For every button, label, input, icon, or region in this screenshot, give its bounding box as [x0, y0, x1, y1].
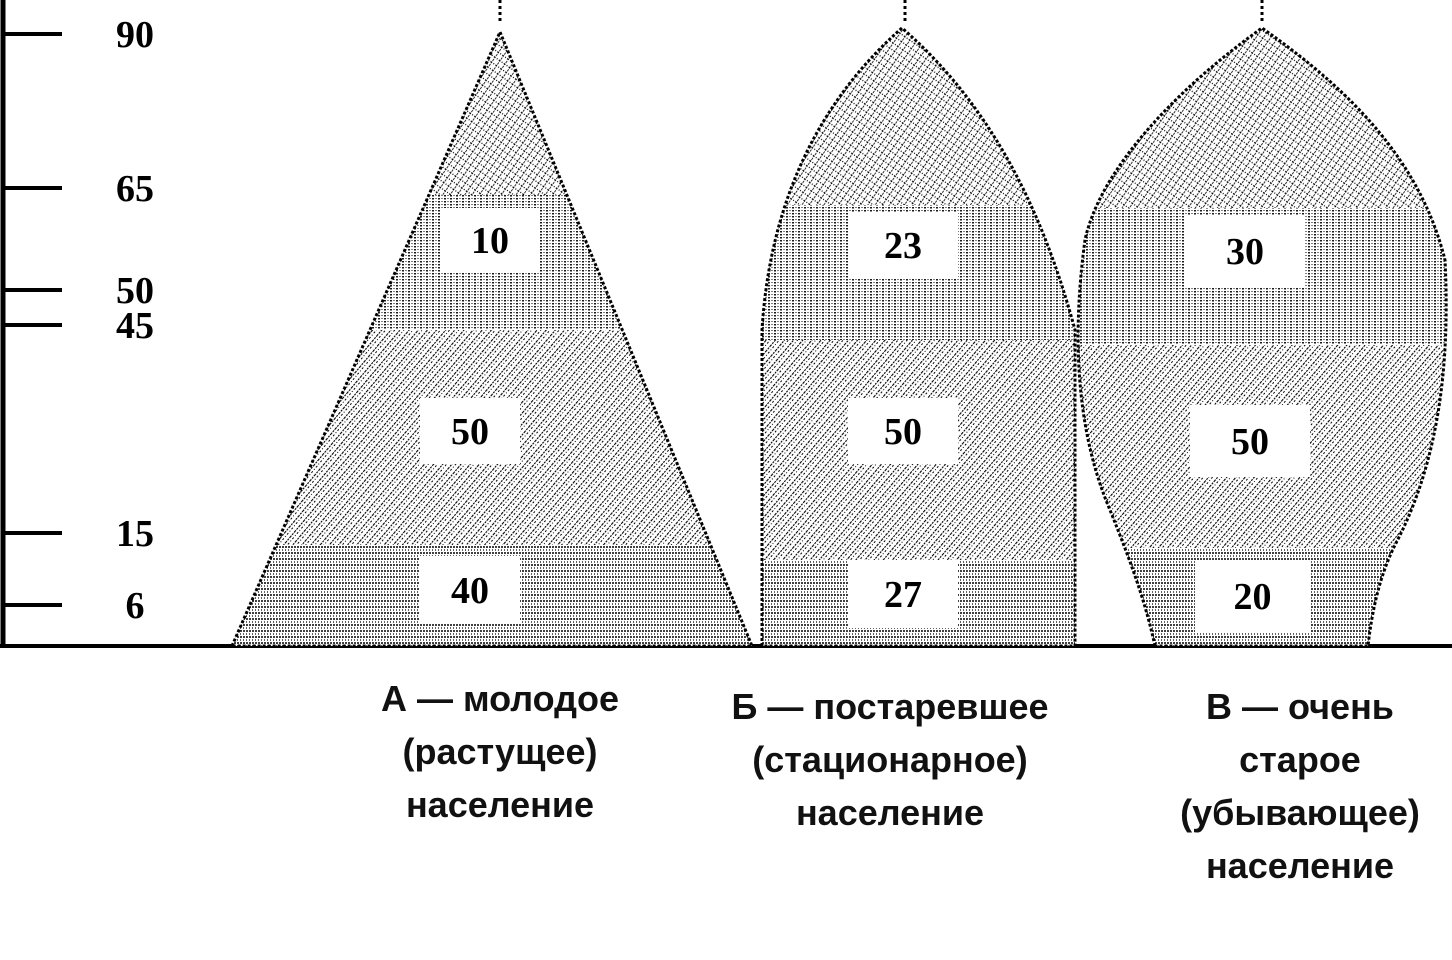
- tick-label: 90: [116, 14, 154, 56]
- caption-line: население: [795, 792, 985, 833]
- value-label: 23: [884, 225, 922, 267]
- tick-label: 50: [116, 270, 154, 312]
- tick-label: 65: [116, 168, 154, 210]
- caption-line: (убывающее): [1180, 792, 1420, 833]
- caption-stationary-population: Б — постаревшее (стационарное) население: [690, 680, 1090, 839]
- pyramid-outline: [229, 28, 755, 648]
- tick-label: 6: [126, 585, 145, 627]
- pyramid-bands: [1078, 28, 1447, 646]
- value-label-box: [420, 398, 520, 464]
- caption-line: А — молодое: [380, 678, 620, 719]
- age-band-65-90: [1078, 28, 1447, 208]
- value-label: 40: [451, 570, 489, 612]
- value-label-box: [420, 556, 520, 624]
- value-label: 50: [884, 411, 922, 453]
- value-label-box: [1195, 560, 1310, 632]
- caption-line: население: [405, 784, 595, 825]
- value-label-box: [1185, 215, 1305, 287]
- caption-line: (стационарное): [752, 739, 1028, 780]
- caption-young-population: А — молодое (растущее) население: [345, 672, 655, 831]
- value-label: 27: [884, 574, 922, 616]
- caption-line: старое: [1239, 739, 1361, 780]
- caption-line: население: [1205, 845, 1395, 886]
- value-label-box: [440, 208, 540, 272]
- pyramid-outline: [760, 26, 1077, 648]
- tick-label: 15: [116, 513, 154, 555]
- caption-line: (растущее): [402, 731, 598, 772]
- pyramid-outline: [1076, 26, 1448, 648]
- caption-line: Б — постаревшее: [731, 686, 1049, 727]
- pyramid-old: 20 50 30: [1076, 0, 1448, 648]
- tick-label: 45: [116, 305, 154, 347]
- value-label-box: [848, 398, 958, 464]
- caption-old-population: В — очень старое (убывающее) население: [1150, 680, 1450, 892]
- value-label-box: [848, 560, 958, 628]
- value-label: 50: [1231, 421, 1269, 463]
- value-label: 50: [451, 411, 489, 453]
- value-label: 20: [1234, 576, 1272, 618]
- value-label-box: [848, 212, 958, 278]
- value-label: 10: [471, 220, 509, 262]
- value-label-box: [1190, 405, 1310, 477]
- value-label: 30: [1226, 231, 1264, 273]
- caption-line: В — очень: [1206, 686, 1394, 727]
